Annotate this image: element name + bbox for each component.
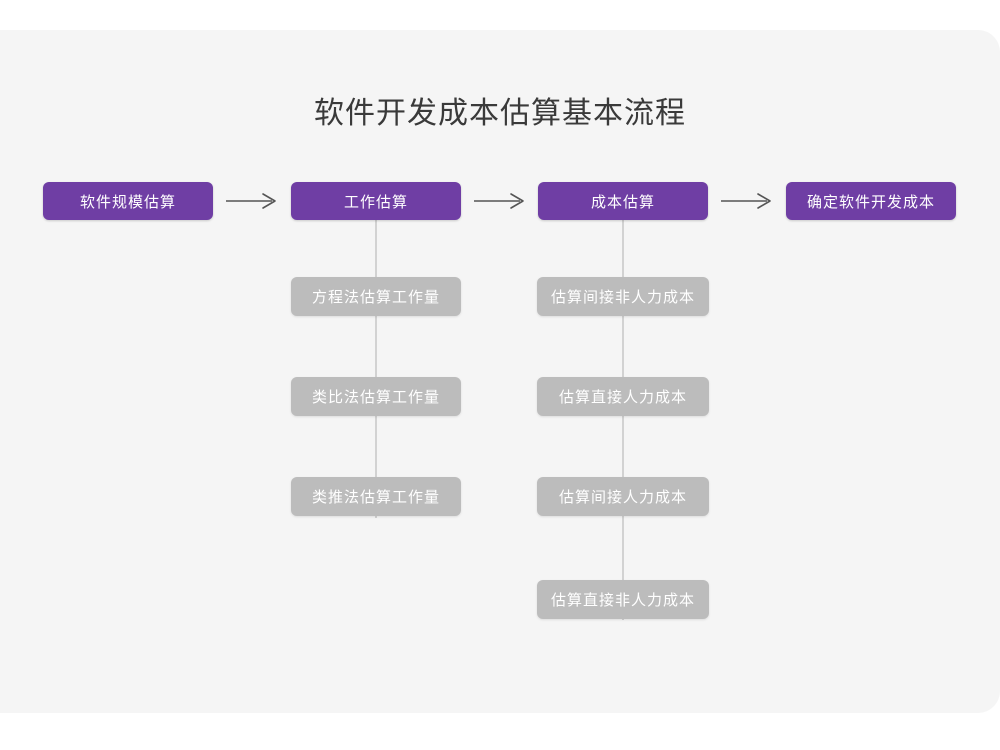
stage-node-software-scale-estimation[interactable]: 软件规模估算 — [43, 182, 213, 220]
connector-line-stage-2 — [375, 214, 377, 518]
arrow-stage-2-to-stage-3 — [473, 190, 527, 212]
stage-node-determine-development-cost[interactable]: 确定软件开发成本 — [786, 182, 956, 220]
substep-node-analogy-method-effort[interactable]: 类比法估算工作量 — [291, 377, 461, 416]
substep-node-direct-nonlabor-cost[interactable]: 估算直接非人力成本 — [537, 580, 709, 619]
arrow-stage-1-to-stage-2 — [225, 190, 279, 212]
substep-node-direct-labor-cost[interactable]: 估算直接人力成本 — [537, 377, 709, 416]
stage-node-effort-estimation[interactable]: 工作估算 — [291, 182, 461, 220]
stage-node-cost-estimation[interactable]: 成本估算 — [538, 182, 708, 220]
diagram-title: 软件开发成本估算基本流程 — [314, 97, 686, 130]
diagram-card — [0, 30, 1000, 713]
substep-node-indirect-labor-cost[interactable]: 估算间接人力成本 — [537, 477, 709, 516]
connector-line-stage-3 — [622, 214, 624, 620]
substep-node-indirect-nonlabor-cost[interactable]: 估算间接非人力成本 — [537, 277, 709, 316]
arrow-stage-3-to-stage-4 — [720, 190, 774, 212]
substep-node-inference-method-effort[interactable]: 类推法估算工作量 — [291, 477, 461, 516]
substep-node-equation-method-effort[interactable]: 方程法估算工作量 — [291, 277, 461, 316]
